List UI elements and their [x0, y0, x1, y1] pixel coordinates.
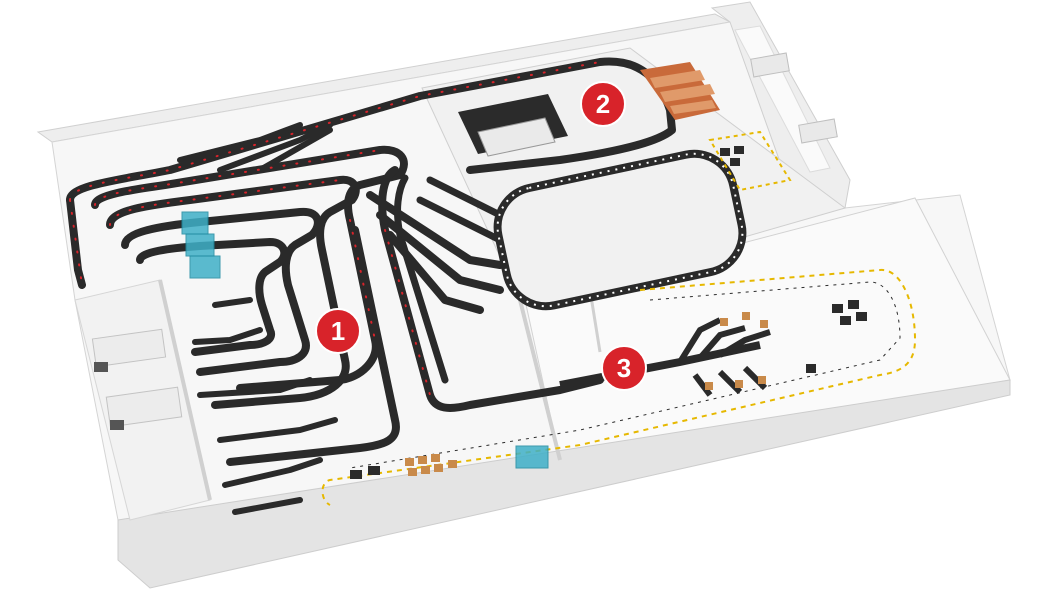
- conveyor-front-lower: [226, 226, 400, 466]
- glass-unit-3: [189, 255, 221, 279]
- marker-3-label: 3: [617, 353, 631, 383]
- truck-top-right: [750, 52, 790, 78]
- conveyor-loop-c: [121, 207, 322, 376]
- truck-left-lower: [105, 386, 183, 430]
- trucks: [91, 52, 838, 430]
- conveyor-front-return: [378, 166, 604, 412]
- glass-unit-4: [515, 445, 549, 469]
- marker-3: 3: [601, 345, 647, 391]
- glass-units: [181, 211, 549, 469]
- conveyor-loop-b: [106, 175, 360, 409]
- conveyor-feeder-2: [376, 211, 504, 294]
- conveyor-feeder-1: [366, 191, 504, 269]
- glass-unit-1: [181, 211, 209, 235]
- truck-right: [798, 118, 838, 144]
- conveyor-loop-d: [136, 238, 289, 356]
- truck-left-upper: [91, 328, 167, 372]
- front-area-items: [350, 454, 457, 479]
- conveyor-loop-a: [91, 145, 408, 392]
- zone-2-area: [458, 62, 792, 311]
- marker-1-label: 1: [331, 316, 345, 346]
- marker-2-label: 2: [596, 89, 610, 119]
- carton-group: [405, 454, 457, 476]
- conveyor-feeder-3: [386, 231, 484, 314]
- marker-2: 2: [580, 81, 626, 127]
- marker-1: 1: [315, 308, 361, 354]
- front-wall: [117, 379, 1011, 589]
- pallets-zone3: [806, 300, 867, 373]
- dashed-lane-zone3: [321, 268, 917, 506]
- storage-rack: [640, 62, 720, 120]
- zone-3-area: [321, 268, 917, 506]
- glass-unit-2: [185, 233, 215, 257]
- conveyor-network: [66, 57, 676, 515]
